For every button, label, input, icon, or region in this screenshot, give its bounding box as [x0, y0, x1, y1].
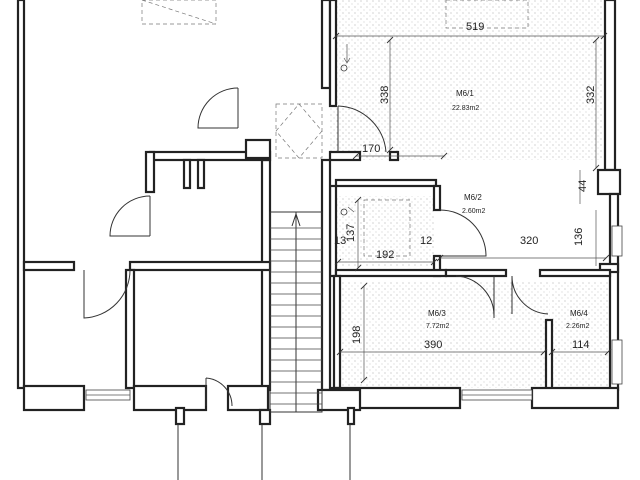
staircase	[177, 211, 351, 480]
room-area: 22.83m2	[452, 105, 479, 112]
dimension-lines	[332, 32, 612, 384]
dimension-values: 519 338 332 170 44 137 13 192 12 320 136…	[334, 21, 597, 351]
symbols	[340, 44, 355, 216]
dimension-tick	[352, 152, 360, 160]
dashed-outlines	[141, 0, 529, 257]
dimension-tick	[360, 282, 368, 290]
dim-198: 198	[351, 326, 363, 344]
dimension-tick	[592, 164, 600, 172]
dimension-tick	[336, 348, 344, 356]
room-label-m6-3: M6/3 7.72m2	[426, 309, 449, 330]
dim-332: 332	[585, 86, 597, 104]
dimension-tick	[354, 196, 362, 204]
dim-338: 338	[379, 86, 391, 104]
room-area: 2.26m2	[566, 323, 589, 330]
dimension-tick	[440, 152, 448, 160]
dimension-tick	[354, 264, 362, 272]
walls	[16, 0, 622, 426]
doors	[83, 87, 549, 407]
dimension-tick	[386, 36, 394, 44]
dimension-tick	[436, 254, 444, 262]
room-id: M6/3	[428, 309, 446, 318]
dim-44: 44	[577, 180, 589, 192]
room-id: M6/1	[456, 89, 474, 98]
room-id: M6/4	[570, 309, 588, 318]
windows	[85, 225, 623, 401]
dimension-tick	[540, 348, 548, 356]
dimension-tick	[332, 32, 340, 40]
dimension-tick	[430, 258, 438, 266]
dimension-tick	[360, 376, 368, 384]
room-label-m6-4: M6/4 2.26m2	[566, 309, 589, 330]
dim-390: 390	[424, 339, 442, 351]
dim-13: 13	[334, 235, 346, 247]
dimension-tick	[386, 146, 394, 154]
dim-320: 320	[520, 235, 538, 247]
room-label-m6-1: M6/1 22.83m2	[452, 89, 479, 112]
dimension-tick	[592, 36, 600, 44]
room-area: 2.60m2	[462, 208, 485, 215]
room-id: M6/2	[464, 193, 482, 202]
dim-170: 170	[362, 143, 380, 155]
dimension-tick	[334, 258, 342, 266]
dim-192: 192	[376, 249, 394, 261]
dimension-tick	[548, 348, 556, 356]
floor-hatching	[330, 0, 612, 388]
dim-136: 136	[573, 228, 585, 246]
dimension-tick	[600, 32, 608, 40]
room-area: 7.72m2	[426, 323, 449, 330]
room-label-m6-2: M6/2 2.60m2	[462, 193, 485, 215]
dimension-tick	[602, 254, 610, 262]
dimension-tick	[604, 348, 612, 356]
dim-114: 114	[572, 339, 590, 351]
dim-12: 12	[420, 235, 432, 247]
dim-519: 519	[466, 21, 484, 33]
dim-137: 137	[345, 224, 357, 242]
